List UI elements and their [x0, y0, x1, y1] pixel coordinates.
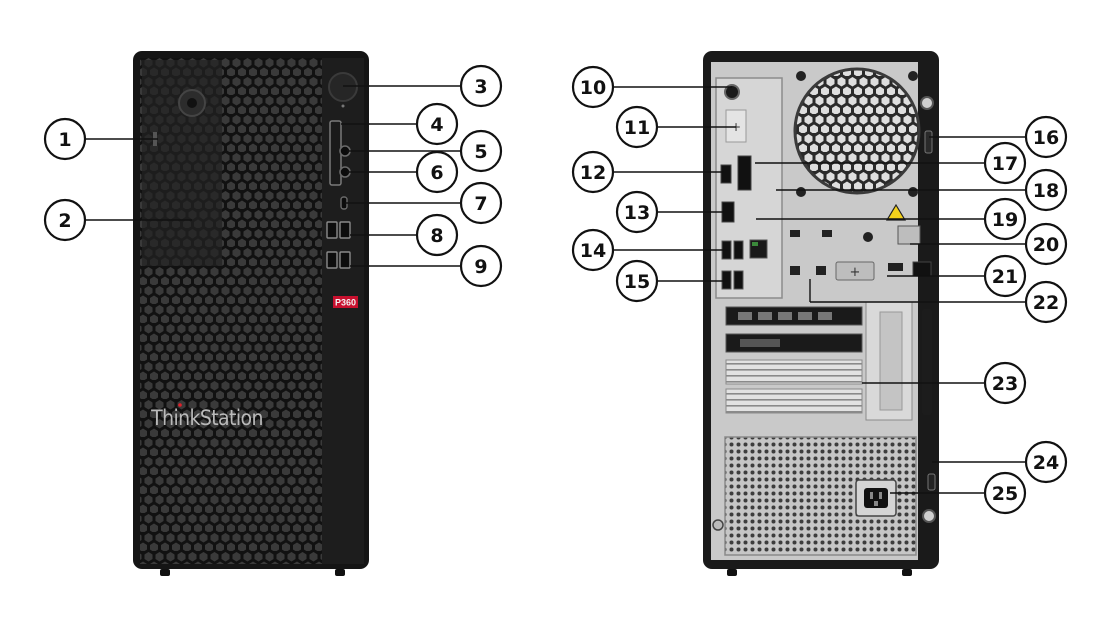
- svg-text:17: 17: [992, 153, 1018, 175]
- security-lock-slot[interactable]: [888, 263, 903, 271]
- callout-3: 3: [459, 64, 503, 108]
- svg-text:1: 1: [58, 129, 71, 151]
- callout-13: 13: [615, 190, 659, 234]
- svg-text:10: 10: [580, 77, 606, 99]
- svg-text:22: 22: [1033, 292, 1059, 314]
- cable-lock-slot[interactable]: [912, 261, 932, 277]
- front-upper-panel: [142, 60, 222, 266]
- callout-11: 11: [615, 105, 659, 149]
- warning-label-icon: [885, 203, 907, 221]
- callout-2: 2: [43, 198, 87, 242]
- svg-text:5: 5: [474, 141, 487, 163]
- front-foot-left: [160, 569, 170, 576]
- thumbscrew-top[interactable]: [920, 96, 934, 110]
- front-usb-ports-upper[interactable]: [326, 221, 351, 239]
- rear-foot-left: [727, 569, 737, 576]
- model-badge-text: P360: [335, 298, 356, 308]
- callout-22: 22: [1024, 280, 1068, 324]
- expansion-slots: [725, 301, 913, 421]
- callout-25: 25: [983, 471, 1027, 515]
- svg-text:6: 6: [430, 162, 443, 184]
- rear-foot-right: [902, 569, 912, 576]
- svg-text:25: 25: [992, 483, 1018, 505]
- callout-4: 4: [415, 102, 459, 146]
- svg-text:9: 9: [474, 256, 487, 278]
- brand-logo: ThinkStation: [150, 406, 263, 430]
- pci-slot-cover-2: [725, 388, 863, 414]
- svg-text:24: 24: [1033, 452, 1059, 474]
- displayport-upper[interactable]: [737, 155, 752, 191]
- svg-text:7: 7: [474, 193, 487, 215]
- callout-7: 7: [459, 181, 503, 225]
- leader-lines: [84, 85, 1025, 494]
- svg-text:2: 2: [58, 210, 71, 232]
- rear-fan-grille: [793, 67, 921, 195]
- padlock-loop[interactable]: [924, 130, 933, 154]
- svg-text:8: 8: [430, 225, 443, 247]
- antenna-connector-knockout[interactable]: [897, 225, 921, 245]
- power-led: [341, 104, 345, 108]
- callout-8: 8: [415, 213, 459, 257]
- svg-text:13: 13: [624, 202, 650, 224]
- svg-text:18: 18: [1033, 180, 1059, 202]
- svg-text:15: 15: [624, 271, 650, 293]
- svg-text:19: 19: [992, 209, 1018, 231]
- callout-24: 24: [1024, 440, 1068, 484]
- svg-text:4: 4: [430, 114, 443, 136]
- svg-text:20: 20: [1033, 234, 1059, 256]
- callout-16: 16: [1024, 115, 1068, 159]
- front-io-strip: [322, 58, 364, 564]
- antenna-connector-rear[interactable]: [724, 84, 740, 100]
- svg-text:14: 14: [580, 240, 606, 262]
- card-reader-slot[interactable]: [329, 120, 342, 186]
- callout-18: 18: [1024, 168, 1068, 212]
- io-cover-plate: [725, 109, 747, 143]
- serial-connector-knockout[interactable]: [835, 261, 875, 281]
- svg-text:21: 21: [992, 266, 1018, 288]
- callout-5: 5: [459, 129, 503, 173]
- callout-14: 14: [571, 228, 615, 272]
- callout-12: 12: [571, 150, 615, 194]
- front-usb-ports-lower[interactable]: [326, 251, 351, 269]
- callout-10: 10: [571, 65, 615, 109]
- front-foot-right: [335, 569, 345, 576]
- svg-text:16: 16: [1033, 127, 1059, 149]
- callout-6: 6: [415, 150, 459, 194]
- model-badge: [333, 296, 358, 308]
- callout-19: 19: [983, 197, 1027, 241]
- logo-red-dot: [178, 403, 182, 407]
- pci-slot-cover-1: [725, 359, 863, 385]
- side-latch[interactable]: [922, 309, 932, 415]
- svg-text:+: +: [850, 265, 861, 280]
- graphics-card-bracket: [725, 306, 863, 326]
- callout-21: 21: [983, 254, 1027, 298]
- kensington-slot[interactable]: [927, 473, 936, 491]
- thumbscrew-bottom[interactable]: [922, 509, 936, 523]
- svg-text:23: 23: [992, 373, 1018, 395]
- front-view: P360 ThinkStation: [133, 51, 369, 576]
- svg-text:12: 12: [580, 162, 606, 184]
- rear-view: + +: [703, 51, 939, 576]
- callout-17: 17: [983, 141, 1027, 185]
- callout-1: 1: [43, 117, 87, 161]
- callout-15: 15: [615, 259, 659, 303]
- rear-usb-ports-lower[interactable]: [721, 270, 744, 290]
- callout-9: 9: [459, 244, 503, 288]
- callout-23: 23: [983, 361, 1027, 405]
- hdmi-port[interactable]: [720, 164, 732, 184]
- callouts: 1 2 3 4 5 6 7 8 9 10 11 12 13 14 15 16 1…: [43, 64, 1068, 515]
- psu-screw-left: [712, 519, 724, 531]
- svg-text:11: 11: [624, 117, 650, 139]
- callout-20: 20: [1024, 222, 1068, 266]
- power-button[interactable]: [328, 72, 358, 102]
- svg-text:3: 3: [474, 76, 487, 98]
